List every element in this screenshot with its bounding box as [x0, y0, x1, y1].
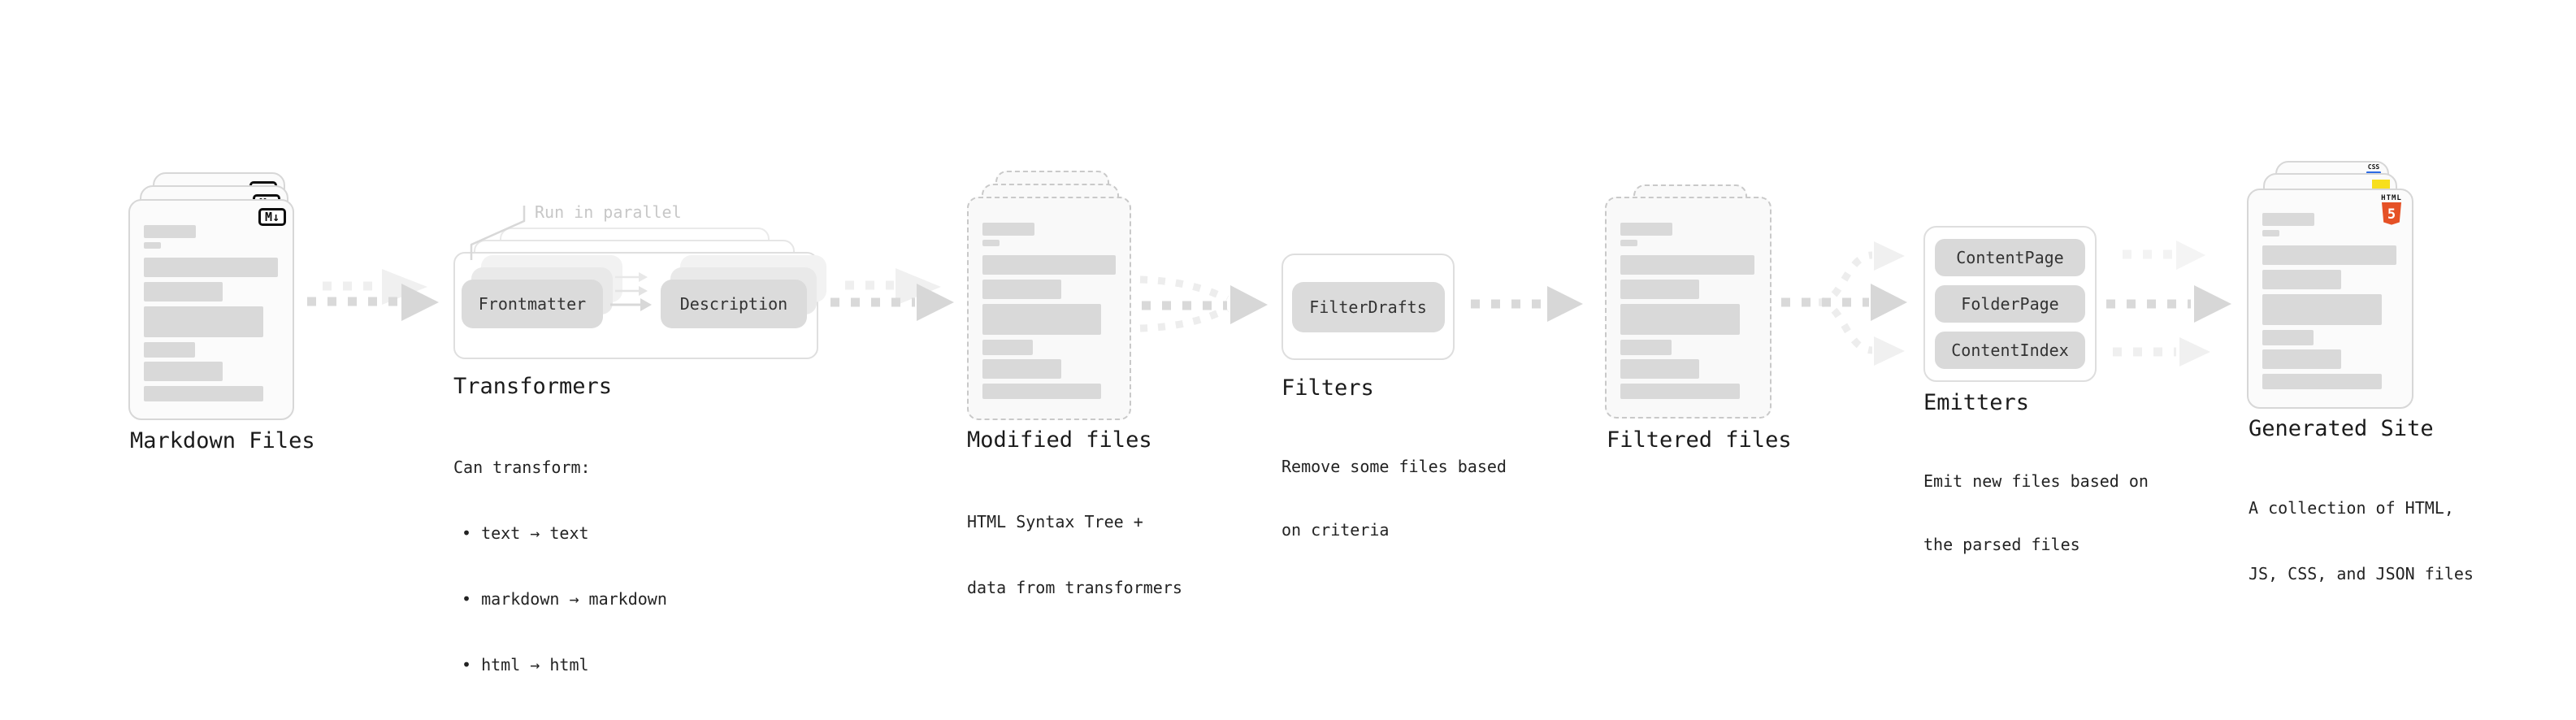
emitters-title: Emitters [1923, 390, 2030, 415]
placeholder-bar [2262, 330, 2314, 345]
markdown-icon: M↓ [258, 208, 286, 226]
placeholder-bar [1620, 384, 1740, 399]
generated-site-description: A collection of HTML, JS, CSS, and JSON … [2249, 453, 2474, 629]
placeholder-bar [2262, 349, 2342, 369]
arrow-filters-to-filtered [1471, 286, 1583, 322]
filtered-file-card [1605, 197, 1772, 419]
placeholder-bar [144, 258, 278, 277]
html5-icon: HTML 5 [2381, 194, 2402, 226]
generated-site-label: Generated Site [2249, 416, 2434, 441]
transformers-description: Can transform: • text → text • markdown … [453, 413, 667, 720]
placeholder-bar [144, 362, 223, 381]
arrow-modified-to-filters [1139, 275, 1268, 332]
html5-icon-label: HTML [2381, 194, 2402, 202]
placeholder-bar [2262, 294, 2382, 325]
placeholder-bar [144, 342, 195, 358]
emitters-description-line: Emit new files based on [1923, 471, 2149, 491]
placeholder-bar [1620, 280, 1700, 299]
arrow-emitters-to-site [2106, 241, 2231, 367]
modified-file-card [967, 197, 1131, 420]
transformers-bullet: • text → text [462, 523, 589, 543]
generated-site-description-line: JS, CSS, and JSON files [2249, 564, 2474, 583]
placeholder-bar [1620, 340, 1672, 355]
generated-site-description-line: A collection of HTML, [2249, 498, 2454, 518]
markdown-files-label: Markdown Files [130, 428, 315, 453]
filters-description-line: on criteria [1281, 520, 1390, 540]
placeholder-bar [2262, 270, 2342, 289]
placeholder-bar [144, 282, 223, 301]
transformers-description-intro: Can transform: [453, 458, 591, 477]
modified-files-label: Modified files [967, 427, 1152, 453]
placeholder-bar [144, 386, 263, 401]
placeholder-bar [1620, 359, 1700, 379]
placeholder-bar [2262, 245, 2396, 265]
html5-shield: 5 [2382, 202, 2401, 225]
modified-files-description-line: HTML Syntax Tree + [967, 512, 1143, 531]
placeholder-bar [982, 384, 1101, 399]
placeholder-bar [144, 225, 197, 238]
emitters-description: Emit new files based on the parsed files [1923, 428, 2149, 597]
arrow-filtered-to-emitters [1781, 241, 1907, 366]
filters-box: FilterDrafts [1281, 254, 1455, 360]
arrow-markdown-to-transformers [307, 269, 439, 321]
document-placeholder-lines [982, 223, 1116, 399]
placeholder-bar [144, 306, 263, 337]
document-placeholder-lines [144, 225, 278, 401]
placeholder-bar [982, 340, 1034, 355]
svg-text:5: 5 [2387, 206, 2396, 223]
emitter-pill-folderpage: FolderPage [1935, 285, 2085, 323]
placeholder-bar [2262, 230, 2280, 236]
filters-description: Remove some files based on criteria [1281, 414, 1507, 583]
run-in-parallel-annotation: Run in parallel [535, 202, 682, 222]
modified-files-description: HTML Syntax Tree + data from transformer… [967, 467, 1182, 643]
transformer-pill-frontmatter: Frontmatter [462, 280, 603, 328]
markdown-file-card-front: M↓ [128, 199, 294, 420]
js-file-icon [2372, 180, 2390, 189]
placeholder-bar [982, 304, 1101, 335]
filtered-files-label: Filtered files [1607, 427, 1792, 453]
transformers-bullet: • html → html [462, 655, 589, 674]
placeholder-bar [982, 240, 1000, 246]
transformers-bullet: • markdown → markdown [462, 589, 667, 609]
modified-files-description-line: data from transformers [967, 578, 1182, 597]
pipeline-diagram: M↓ M↓ M↓ Markdown Files Frontmatter Desc… [128, 161, 2474, 674]
emitters-description-line: the parsed files [1923, 535, 2080, 554]
placeholder-bar [1620, 240, 1638, 246]
placeholder-bar [1620, 304, 1740, 335]
document-placeholder-lines [2262, 213, 2396, 389]
document-placeholder-lines [1620, 223, 1754, 399]
emitter-pill-contentindex: ContentIndex [1935, 332, 2085, 369]
filter-pill-filterdrafts: FilterDrafts [1291, 281, 1445, 332]
transformers-title: Transformers [453, 374, 613, 399]
placeholder-bar [1620, 255, 1754, 275]
filters-description-line: Remove some files based [1281, 457, 1507, 476]
arrow-transformers-to-modified [830, 268, 954, 321]
placeholder-bar [982, 280, 1061, 299]
placeholder-bar [982, 223, 1034, 236]
emitter-pill-contentpage: ContentPage [1935, 239, 2085, 276]
placeholder-bar [2262, 213, 2315, 226]
placeholder-bar [1620, 223, 1673, 236]
placeholder-bar [982, 255, 1116, 275]
site-file-card-front-html: HTML 5 [2247, 189, 2413, 409]
filters-title: Filters [1281, 375, 1374, 401]
placeholder-bar [2262, 374, 2382, 389]
placeholder-bar [144, 242, 162, 249]
emitters-box: ContentPage FolderPage ContentIndex [1923, 226, 2097, 382]
transformer-pill-description: Description [661, 280, 807, 328]
css-icon-label: CSS [2367, 163, 2380, 171]
placeholder-bar [982, 359, 1061, 379]
